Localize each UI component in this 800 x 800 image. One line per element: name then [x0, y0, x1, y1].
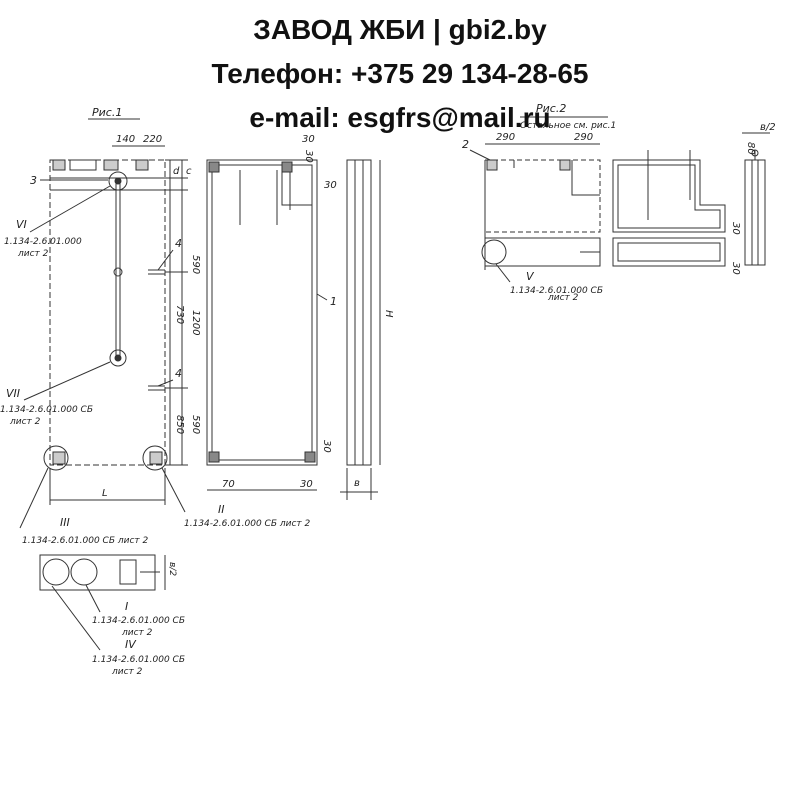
callout-vi-sheet: лист 2 — [17, 249, 49, 259]
dim-1200: 1200 — [190, 310, 201, 335]
callout-iv-ref: 1.134-2.6.01.000 СБ — [92, 655, 185, 665]
callout-v-sheet: лист 2 — [547, 293, 579, 303]
dim-290-b: 290 — [574, 132, 593, 143]
email-address: e-mail: esgfrs@mail.ru — [249, 102, 551, 133]
dim-30-f: 30 — [730, 222, 741, 235]
company-title: ЗАВОД ЖБИ | gbi2.by — [253, 14, 547, 45]
mark-4-top-leader — [157, 249, 174, 271]
callout-v-ref: 1.134-2.6.01.000 СБ — [510, 286, 603, 296]
callout-v-leader — [495, 263, 511, 283]
dim-b2-bottom: в/2 — [167, 562, 177, 576]
callout-v: V — [526, 270, 535, 283]
dim-d: d — [173, 166, 180, 177]
fig2-section-view — [612, 150, 726, 267]
front-view-dim-lines — [165, 159, 188, 466]
callout-vii: VII — [6, 387, 20, 400]
callout-vii-ref: 1.134-2.6.01.000 СБ — [0, 405, 93, 415]
callout-i-ref: 1.134-2.6.01.000 СБ — [92, 616, 185, 626]
callout-vi-ref: 1.134-2.6.01.000 — [4, 237, 82, 247]
dim-730: 730 — [174, 305, 185, 324]
callout-iii: III — [60, 516, 70, 529]
mark-2: 2 — [462, 138, 469, 151]
callout-vi-leader — [29, 185, 111, 233]
callout-ii: II — [218, 503, 225, 516]
bottom-plan-detail — [39, 554, 166, 591]
mark-1-leader — [316, 293, 328, 301]
dim-b2-top: в/2 — [760, 122, 776, 133]
fig2-subcaption: Остальное см. рис.1 — [520, 121, 616, 131]
fig2-caption: Рис.2 — [536, 102, 566, 115]
callout-vi: VI — [16, 218, 27, 231]
callout-iv: IV — [125, 638, 137, 651]
callout-ii-ref: 1.134-2.6.01.000 СБ лист 2 — [184, 519, 311, 529]
dim-220: 220 — [143, 134, 162, 145]
site-header: ЗАВОД ЖБИ | gbi2.by Телефон: +375 29 134… — [0, 0, 800, 140]
dim-30-b: 30 — [303, 150, 314, 163]
dim-70: 70 — [222, 479, 235, 490]
dim-30-a: 30 — [302, 134, 315, 145]
dim-30-g: 30 — [730, 262, 741, 275]
dim-140: 140 — [116, 134, 135, 145]
dim-l: L — [102, 488, 108, 499]
callout-iii-leader — [19, 467, 49, 529]
callout-i-leader — [85, 584, 101, 613]
side-view — [340, 159, 381, 500]
callout-iii-ref: 1.134-2.6.01.000 СБ лист 2 — [22, 536, 149, 546]
section-view — [206, 159, 318, 466]
dim-850: 850 — [174, 415, 185, 434]
dim-30-d: 30 — [321, 440, 332, 453]
phone-number: Телефон: +375 29 134-28-65 — [211, 58, 589, 89]
dim-290-a: 290 — [496, 132, 515, 143]
front-view-panel — [43, 159, 168, 471]
dim-590-top: 590 — [190, 255, 201, 274]
fig2-front-view — [481, 159, 601, 270]
dim-30-e: 30 — [300, 479, 313, 490]
mark-1: 1 — [330, 295, 337, 308]
callout-vii-leader — [23, 361, 111, 401]
dim-80: 80 — [745, 142, 756, 155]
dim-c: c — [186, 166, 192, 177]
mark-4-bottom-leader — [157, 379, 174, 387]
callout-ii-leader — [161, 467, 186, 513]
callout-vii-sheet: лист 2 — [9, 417, 41, 427]
callout-iv-leader — [51, 585, 101, 651]
dim-590-bottom: 590 — [190, 415, 201, 434]
callout-i-sheet: лист 2 — [121, 628, 153, 638]
fig1-caption: Рис.1 — [92, 106, 122, 119]
dim-h: H — [383, 310, 394, 318]
dim-30-c: 30 — [324, 180, 337, 191]
mark-2-leader — [469, 149, 491, 161]
mark-4-top: 4 — [175, 237, 182, 250]
mark-3: 3 — [30, 174, 37, 187]
mark-4-bottom: 4 — [175, 367, 182, 380]
callout-iv-sheet: лист 2 — [111, 667, 143, 677]
fig2-side-view — [742, 132, 770, 266]
callout-i: I — [125, 600, 128, 613]
dim-b: в — [354, 478, 360, 489]
